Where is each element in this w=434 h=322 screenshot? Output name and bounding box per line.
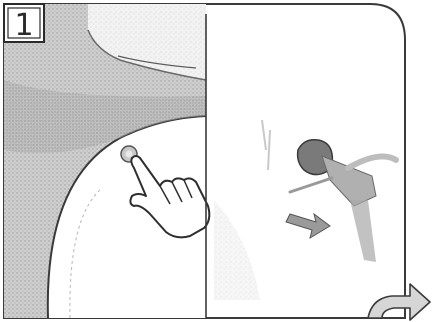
step-number: 1 bbox=[14, 8, 33, 43]
left-panel bbox=[4, 4, 209, 318]
step-badge: 1 bbox=[4, 4, 44, 43]
